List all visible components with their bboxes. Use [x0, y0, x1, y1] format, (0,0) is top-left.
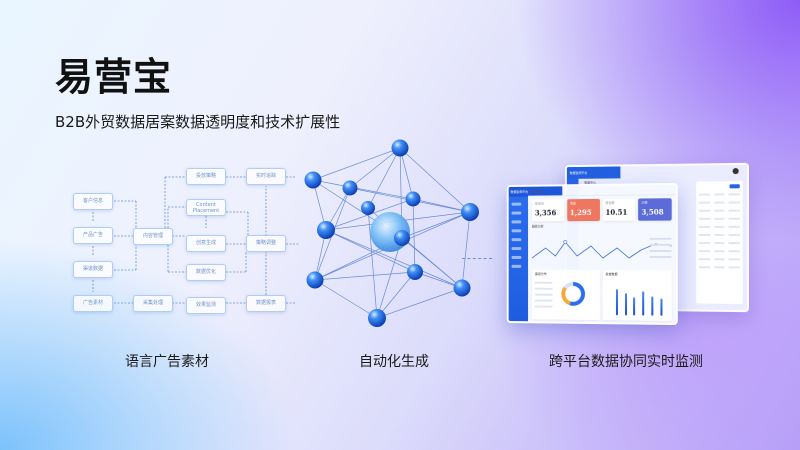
- flow-node: 数据报表: [246, 295, 286, 312]
- trend-chart-title: 趋势分析: [528, 224, 676, 229]
- flow-node: 策略调整: [246, 235, 286, 252]
- sidebar-menu-item[interactable]: [512, 203, 522, 206]
- sidebar-menu-item[interactable]: [512, 229, 522, 232]
- dashboard-sidebar: 数据监测平台: [509, 187, 528, 322]
- kpi-cards: 总访问 3,356 询盘 1,295 转化率 10.51 订单 3,508: [528, 195, 676, 224]
- flow-node: 广告素材: [73, 295, 113, 312]
- distribution-panel: 渠道分布: [532, 270, 600, 320]
- sidebar-menu-item[interactable]: [512, 256, 522, 259]
- dashboard-back-brand: 数据监测平台: [567, 166, 621, 178]
- kpi-card: 转化率 10.51: [602, 199, 635, 221]
- kpi-card: 询盘 1,295: [567, 199, 599, 221]
- flow-node: 数据优化: [186, 264, 226, 281]
- network-graph-icon: [290, 130, 490, 330]
- sidebar-menu-item[interactable]: [512, 212, 522, 215]
- flow-node: 实时追踪: [246, 168, 286, 185]
- network-molecule-illustration: [290, 130, 490, 330]
- kpi-card: 订单 3,508: [638, 198, 671, 221]
- flow-node: Content Placement: [186, 199, 226, 216]
- flow-node: 创意生成: [186, 235, 226, 252]
- dashboard-back-table: [696, 181, 743, 304]
- donut-chart: [561, 282, 585, 306]
- sidebar-menu-item[interactable]: [512, 220, 522, 223]
- flow-node: 产品广告: [73, 227, 113, 244]
- flow-node: 客户信息: [73, 193, 113, 210]
- flow-arrow-connector: [462, 258, 492, 259]
- caption-cross-platform-monitoring: 跨平台数据协同实时监测: [549, 351, 703, 371]
- sidebar-menu-item[interactable]: [512, 247, 522, 250]
- dashboard-front-window: 数据监测平台 数据概览 总访问 3,356 询盘 1,295 转化率 10.51: [507, 183, 678, 325]
- flow-node: 采集处理: [133, 295, 173, 312]
- trend-legend: [649, 238, 671, 262]
- table-action-button[interactable]: [730, 184, 740, 188]
- flow-node: 渠道数据: [73, 261, 113, 278]
- flow-node: 投放策略: [186, 168, 226, 185]
- caption-auto-generation: 自动化生成: [359, 351, 429, 371]
- flow-node: 效果监测: [186, 297, 226, 314]
- sidebar-menu-item[interactable]: [512, 265, 522, 268]
- flow-node: 内容管理: [133, 228, 173, 245]
- caption-ad-materials: 语言广告素材: [125, 351, 209, 371]
- bar-chart: [612, 285, 665, 316]
- avatar[interactable]: [733, 168, 739, 174]
- flowchart-diagram: 客户信息 产品广告 渠道数据 广告素材 内容管理 采集处理 投放策略 Conte…: [0, 0, 300, 340]
- kpi-card: 总访问 3,356: [532, 199, 564, 221]
- sidebar-menu-item[interactable]: [512, 238, 522, 241]
- bar-chart-panel: 投放数据: [602, 270, 671, 321]
